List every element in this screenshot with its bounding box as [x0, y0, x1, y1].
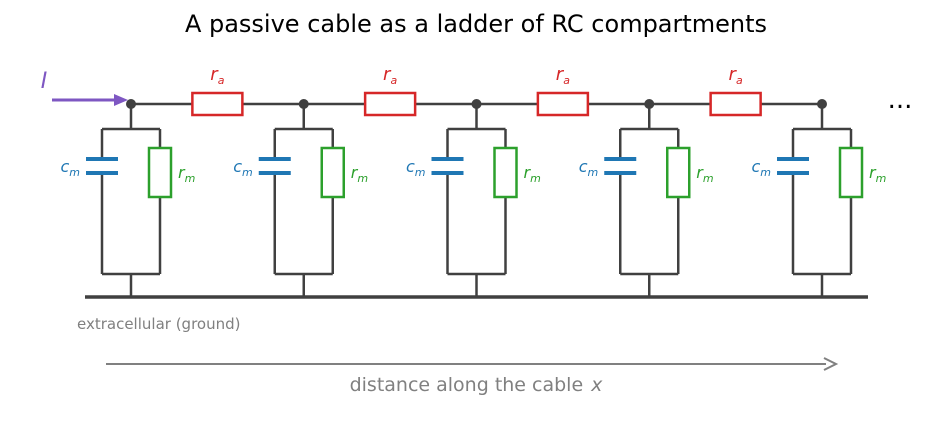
cm-label: cm — [579, 157, 599, 179]
distance-arrow — [106, 357, 839, 371]
axial-resistors: ra ra ra ra — [191, 64, 762, 117]
current-label: I — [41, 69, 48, 94]
rm-label: rm — [178, 163, 195, 185]
axial-resistor — [709, 91, 762, 117]
distance-axis-variable: x — [590, 374, 603, 396]
compartment: cm rm — [751, 99, 886, 297]
cm-label: cm — [406, 157, 426, 179]
axial-resistor — [536, 91, 590, 117]
continuation-ellipsis: ... — [888, 85, 913, 115]
distance-axis-text: distance along the cable — [350, 374, 584, 396]
compartment: cm rm — [406, 99, 541, 297]
node-dot — [471, 99, 482, 109]
current-arrow — [52, 94, 128, 106]
cm-label: cm — [233, 157, 253, 179]
membrane-resistor — [493, 146, 518, 199]
ra-label: ra — [729, 64, 743, 87]
membrane-resistor — [147, 146, 173, 199]
node-dot — [126, 99, 136, 109]
rm-label: rm — [524, 163, 541, 185]
node-dot — [817, 99, 827, 109]
ra-label: ra — [383, 64, 397, 87]
cm-label: cm — [60, 157, 80, 179]
ground-label: extracellular (ground) — [77, 315, 240, 333]
rm-label: rm — [351, 163, 368, 185]
diagram-title: A passive cable as a ladder of RC compar… — [185, 10, 767, 38]
axial-resistor — [363, 91, 417, 117]
compartment: cm rm — [233, 99, 368, 297]
axial-resistor — [191, 91, 244, 117]
compartments: cm rm cm rm cm rm cm rm cm rm — [60, 99, 886, 297]
cm-label: cm — [751, 157, 771, 179]
ra-label: ra — [210, 64, 224, 87]
membrane-resistor — [666, 146, 691, 199]
rm-label: rm — [696, 163, 713, 185]
node-dot — [298, 99, 309, 109]
distance-axis-label: distance along the cable x — [350, 374, 604, 396]
rm-label: rm — [869, 163, 886, 185]
membrane-resistor — [838, 146, 864, 199]
ra-label: ra — [556, 64, 570, 87]
compartment: cm rm — [579, 99, 714, 297]
compartment: cm rm — [60, 99, 195, 297]
node-dot — [644, 99, 655, 109]
membrane-resistor — [320, 146, 345, 199]
